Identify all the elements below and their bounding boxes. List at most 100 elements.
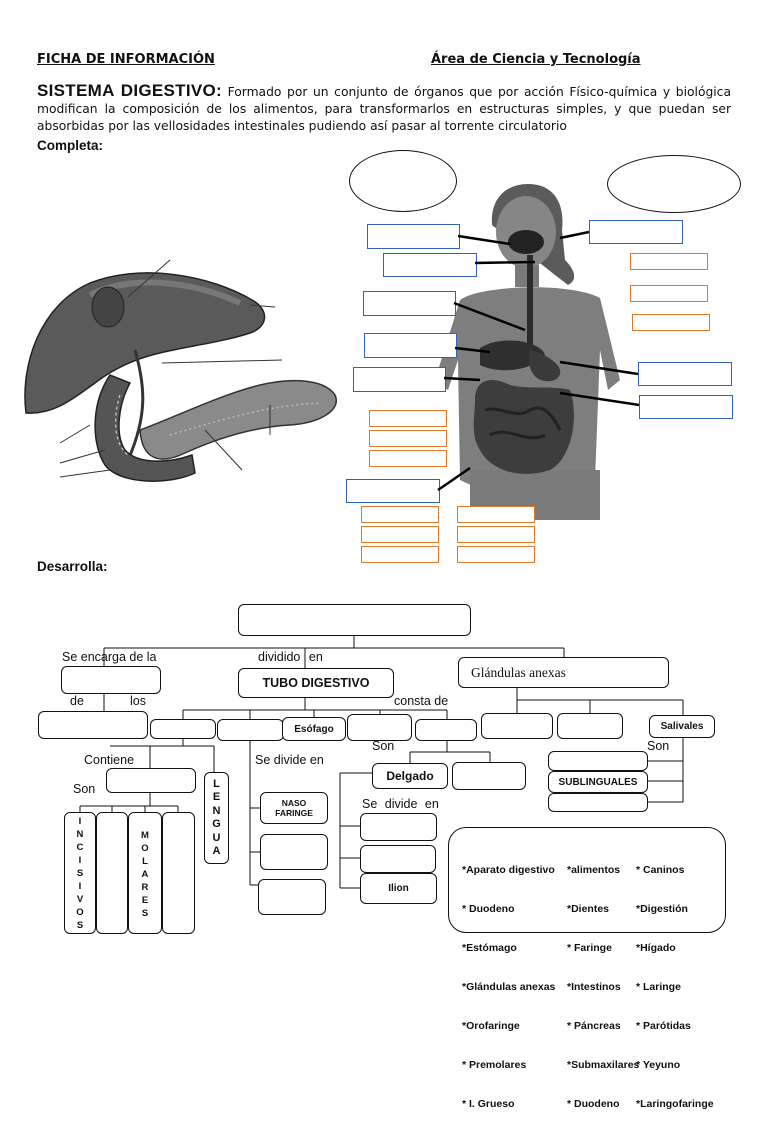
word-bank-item: *alimentos bbox=[567, 864, 621, 876]
label-se-divide-en-2: Se divide en bbox=[362, 797, 439, 811]
intro-paragraph: SISTEMA DIGESTIVO: Formado por un conjun… bbox=[37, 82, 731, 135]
map-gland-2-box[interactable] bbox=[557, 713, 623, 739]
answer-box-bottom-3[interactable] bbox=[361, 546, 439, 563]
word-bank-item: *Intestinos bbox=[567, 981, 621, 993]
map-duodeno-box[interactable] bbox=[360, 813, 437, 841]
worksheet-title: FICHA DE INFORMACIÓN bbox=[37, 52, 215, 67]
word-bank-item: * Premolares bbox=[462, 1059, 527, 1071]
word-bank-col-3: * Caninos *Digestión *Hígado * Laringe *… bbox=[636, 838, 714, 1137]
word-bank-col-1: *Aparato digestivo * Duodeno *Estómago *… bbox=[462, 838, 555, 1137]
incisivos-box: I N C I S I V O S bbox=[64, 812, 96, 934]
molares-text: M O L A R E S bbox=[141, 830, 149, 919]
answer-box-right-2[interactable] bbox=[630, 285, 708, 302]
answer-oval-left[interactable] bbox=[349, 150, 457, 212]
word-bank-item: * Caninos bbox=[636, 864, 685, 876]
lengua-box: L E N G U A bbox=[204, 772, 229, 864]
glandulas-anexas-box: Glándulas anexas bbox=[458, 657, 669, 688]
map-estomago-box[interactable] bbox=[347, 714, 412, 741]
label-box-mouth[interactable] bbox=[367, 224, 460, 249]
delgado-box: Delgado bbox=[372, 763, 448, 789]
map-tooth-2-box[interactable] bbox=[96, 812, 128, 934]
label-contiene: Contiene bbox=[84, 753, 135, 767]
map-submaxilares-box[interactable] bbox=[548, 793, 648, 812]
answer-oval-right[interactable] bbox=[607, 155, 741, 213]
map-root-box[interactable] bbox=[238, 604, 471, 636]
salivales-box: Salivales bbox=[649, 715, 715, 738]
label-se-divide-en: Se divide en bbox=[255, 753, 324, 767]
map-laringofaringe-box[interactable] bbox=[258, 879, 326, 915]
map-dientes-box[interactable] bbox=[106, 768, 196, 793]
map-faringe-box[interactable] bbox=[217, 719, 284, 741]
answer-box-left-3[interactable] bbox=[369, 450, 447, 467]
esofago-box: Esófago bbox=[282, 717, 346, 741]
molares-box: M O L A R E S bbox=[128, 812, 162, 934]
ilion-box: Ilion bbox=[360, 873, 437, 904]
map-tooth-4-box[interactable] bbox=[162, 812, 195, 934]
answer-box-bottom-1[interactable] bbox=[361, 506, 439, 523]
label-dividido-en: dividido en bbox=[258, 650, 323, 664]
answer-box-bottom-2[interactable] bbox=[361, 526, 439, 543]
word-bank-col-2: *alimentos *Dientes * Faringe *Intestino… bbox=[567, 838, 639, 1137]
word-bank-item: * Faringe bbox=[567, 942, 612, 954]
label-box-esophagus[interactable] bbox=[363, 291, 456, 316]
word-bank-item: *Hígado bbox=[636, 942, 676, 954]
label-box-gallbladder[interactable] bbox=[353, 367, 446, 392]
word-bank: *Aparato digestivo * Duodeno *Estómago *… bbox=[448, 827, 726, 1110]
map-gland-1-box[interactable] bbox=[481, 713, 553, 739]
word-bank-item: *Orofaringe bbox=[462, 1020, 520, 1032]
answer-box-bottom-4[interactable] bbox=[457, 506, 535, 523]
label-box-salivary[interactable] bbox=[589, 220, 683, 244]
word-bank-item: *Dientes bbox=[567, 903, 610, 915]
naso-faringe-box: NASO FARINGE bbox=[260, 792, 328, 824]
word-bank-item: *Submaxilares bbox=[567, 1059, 640, 1071]
word-bank-item: * Parótidas bbox=[636, 1020, 691, 1032]
label-son-intestine: Son bbox=[372, 739, 395, 753]
word-bank-item: *Glándulas anexas bbox=[462, 981, 556, 993]
map-yeyuno-box[interactable] bbox=[360, 845, 436, 873]
word-bank-item: * Laringe bbox=[636, 981, 681, 993]
word-bank-item: *Laringofaringe bbox=[636, 1098, 714, 1110]
map-process-box[interactable] bbox=[38, 711, 148, 739]
map-function-box[interactable] bbox=[61, 666, 161, 694]
tubo-digestivo-box: TUBO DIGESTIVO bbox=[238, 668, 394, 698]
label-de: de bbox=[70, 694, 84, 708]
pointer-lines bbox=[437, 230, 640, 492]
label-box-stomach[interactable] bbox=[638, 362, 732, 386]
label-box-pharynx[interactable] bbox=[383, 253, 477, 277]
intro-title: SISTEMA DIGESTIVO: bbox=[37, 81, 222, 100]
word-bank-item: * Duodeno bbox=[567, 1098, 620, 1110]
label-consta-de: consta de bbox=[394, 694, 449, 708]
map-boca-box[interactable] bbox=[150, 719, 216, 739]
intro-text: Formado por un conjunto de órganos que p… bbox=[37, 85, 731, 133]
map-orofaringe-box[interactable] bbox=[260, 834, 328, 870]
label-box-liver[interactable] bbox=[364, 333, 457, 358]
word-bank-item: * Páncreas bbox=[567, 1020, 621, 1032]
concept-map-connectors bbox=[79, 636, 684, 889]
map-intestino-box[interactable] bbox=[415, 719, 477, 741]
answer-box-right-1[interactable] bbox=[630, 253, 708, 270]
word-bank-item: *Estómago bbox=[462, 942, 517, 954]
complete-heading: Completa: bbox=[37, 138, 104, 153]
answer-box-right-3[interactable] bbox=[632, 314, 710, 331]
answer-box-bottom-5[interactable] bbox=[457, 526, 535, 543]
sublinguales-box: SUBLINGUALES bbox=[548, 771, 648, 793]
label-los: los bbox=[130, 694, 146, 708]
label-son-teeth: Son bbox=[73, 782, 96, 796]
answer-box-left-2[interactable] bbox=[369, 430, 447, 447]
map-grueso-box[interactable] bbox=[452, 762, 526, 790]
label-son-glands: Son bbox=[647, 739, 670, 753]
label-se-encarga: Se encarga de la bbox=[62, 650, 157, 664]
label-box-appendix[interactable] bbox=[346, 479, 440, 503]
word-bank-item: *Digestión bbox=[636, 903, 688, 915]
liver-pancreas-illustration bbox=[24, 259, 338, 482]
word-bank-item: * I. Grueso bbox=[462, 1098, 515, 1110]
answer-box-left-1[interactable] bbox=[369, 410, 447, 427]
answer-box-bottom-6[interactable] bbox=[457, 546, 535, 563]
subject-area-title: Área de Ciencia y Tecnología bbox=[431, 52, 641, 67]
map-parotidas-box[interactable] bbox=[548, 751, 648, 771]
incisivos-text: I N C I S I V O S bbox=[76, 815, 84, 931]
lengua-text: L E N G U A bbox=[212, 777, 221, 858]
word-bank-item: * Duodeno bbox=[462, 903, 515, 915]
word-bank-item: * Yeyuno bbox=[636, 1059, 681, 1071]
label-box-pancreas[interactable] bbox=[639, 395, 733, 419]
